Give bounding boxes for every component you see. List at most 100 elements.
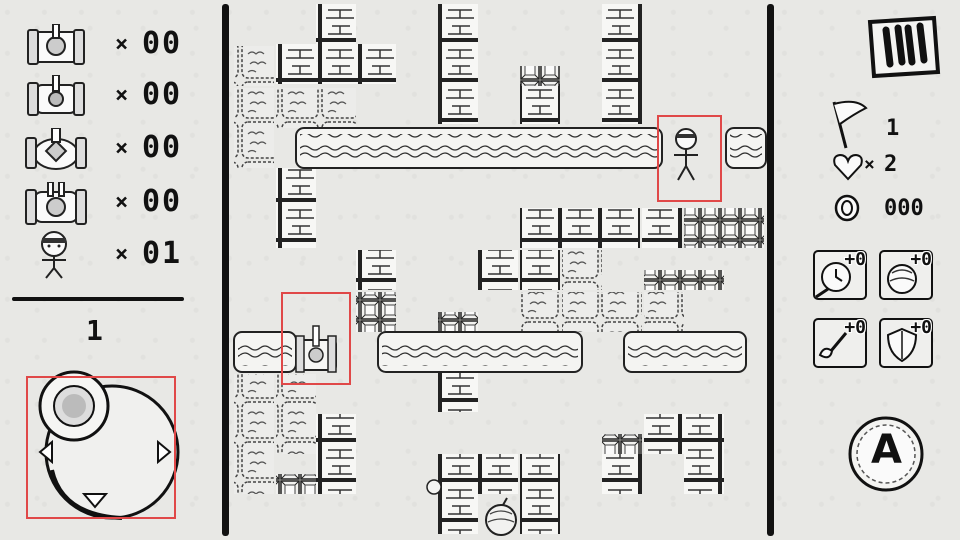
player-character-icon [41,231,67,279]
brick-wall-block [478,250,518,290]
bush-block [562,250,602,290]
stage-number: 1 [86,314,103,347]
water-block [628,338,742,366]
brick-wall-block [642,208,682,248]
pause-button[interactable] [864,14,942,80]
brick-wall-block [356,44,396,84]
fire-button[interactable]: A [846,414,926,494]
brick-wall-block [644,414,684,454]
power-tank-icon [25,128,87,170]
bomb-powerup-button[interactable]: +0 [878,249,934,301]
shield-powerup-icon [879,318,933,368]
enemy-counter-power: × 00 [20,128,190,172]
brick-wall-block [602,454,642,494]
brick-wall-block [438,454,478,494]
brick-wall-block [478,454,518,494]
steel-wall-block [744,208,764,228]
steel-wall-block [540,66,560,86]
bomb-icon [485,497,517,536]
brick-wall-block [316,454,356,494]
steel-wall-block [644,270,664,290]
bush-block [234,46,274,86]
lives-times: × [864,154,875,175]
water-block [300,134,658,162]
bush-block [234,454,274,494]
fire-button-label: A [871,427,902,473]
bomb-powerup-icon [879,250,933,300]
shield-powerup-button[interactable]: +0 [878,317,934,369]
bush-block [276,414,316,454]
joystick-left-arrow-icon [38,439,53,465]
powerup-count: +0 [910,317,932,338]
steel-wall-block [520,66,540,86]
brick-wall-block [438,494,478,534]
shovel-powerup-icon [813,318,867,368]
brick-wall-block [520,84,560,124]
enemy-tank-highlight-box [281,292,351,385]
steel-wall-block [438,312,458,332]
steel-wall-block [704,270,724,290]
steel-wall-block [356,312,376,332]
water-block [238,338,292,366]
arena-right-border [767,4,774,536]
brick-wall-block [356,250,396,290]
joystick-down-arrow-icon [81,493,109,509]
steel-wall-block [724,208,744,228]
powerup-count: +0 [844,249,866,270]
water-block [730,134,762,162]
times-sign: × [115,83,129,108]
steel-wall-block [376,312,396,332]
coin-icon [834,194,860,222]
enemy-counter-basic: × 00 [20,24,190,68]
bush-block [602,292,642,332]
virtual-joystick[interactable] [22,370,192,520]
flag-count: 1 [886,116,900,141]
clock-powerup-button[interactable]: +0 [812,249,868,301]
brick-wall-block [520,208,560,248]
brick-wall-block [276,168,316,208]
steel-wall-block [458,312,478,332]
clock-powerup-icon [813,250,867,300]
brick-wall-block [438,4,478,44]
steel-wall-block [602,434,622,454]
brick-wall-block [316,414,356,454]
steel-wall-block [276,474,296,494]
steel-wall-block [684,228,704,248]
coin-count: 000 [884,196,924,221]
brick-wall-block [520,494,560,534]
bush-block [276,88,316,128]
enemy-counter-fast: × 00 [20,75,190,119]
enemy-count: 00 [142,130,183,165]
panel-divider [12,297,184,301]
brick-wall-block [602,44,642,84]
brick-wall-block [438,84,478,124]
bush-block [644,292,684,332]
brick-wall-block [602,84,642,124]
times-sign: × [115,242,129,267]
steel-wall-block [704,228,724,248]
armor-tank-icon [25,182,87,225]
water-block [382,338,578,366]
brick-wall-block [684,414,724,454]
fast-tank-icon [27,75,85,116]
joystick-right-arrow-icon [157,439,172,465]
brick-wall-block [600,208,640,248]
bush-block [520,292,560,332]
enemy-count: 00 [142,184,183,219]
steel-wall-block [622,434,642,454]
player-character [674,128,698,181]
brick-wall-block [560,208,600,248]
steel-wall-block [704,208,724,228]
shovel-powerup-button[interactable]: +0 [812,317,868,369]
steel-wall-block [684,208,704,228]
brick-wall-block [276,208,316,248]
brick-wall-block [438,44,478,84]
pause-icon [882,24,906,68]
basic-tank-icon [27,24,85,65]
heart-icon [833,153,863,181]
arena-left-border [222,4,229,536]
times-sign: × [115,32,129,57]
steel-wall-block [296,474,316,494]
times-sign: × [115,136,129,161]
lives-count: 2 [884,152,898,177]
